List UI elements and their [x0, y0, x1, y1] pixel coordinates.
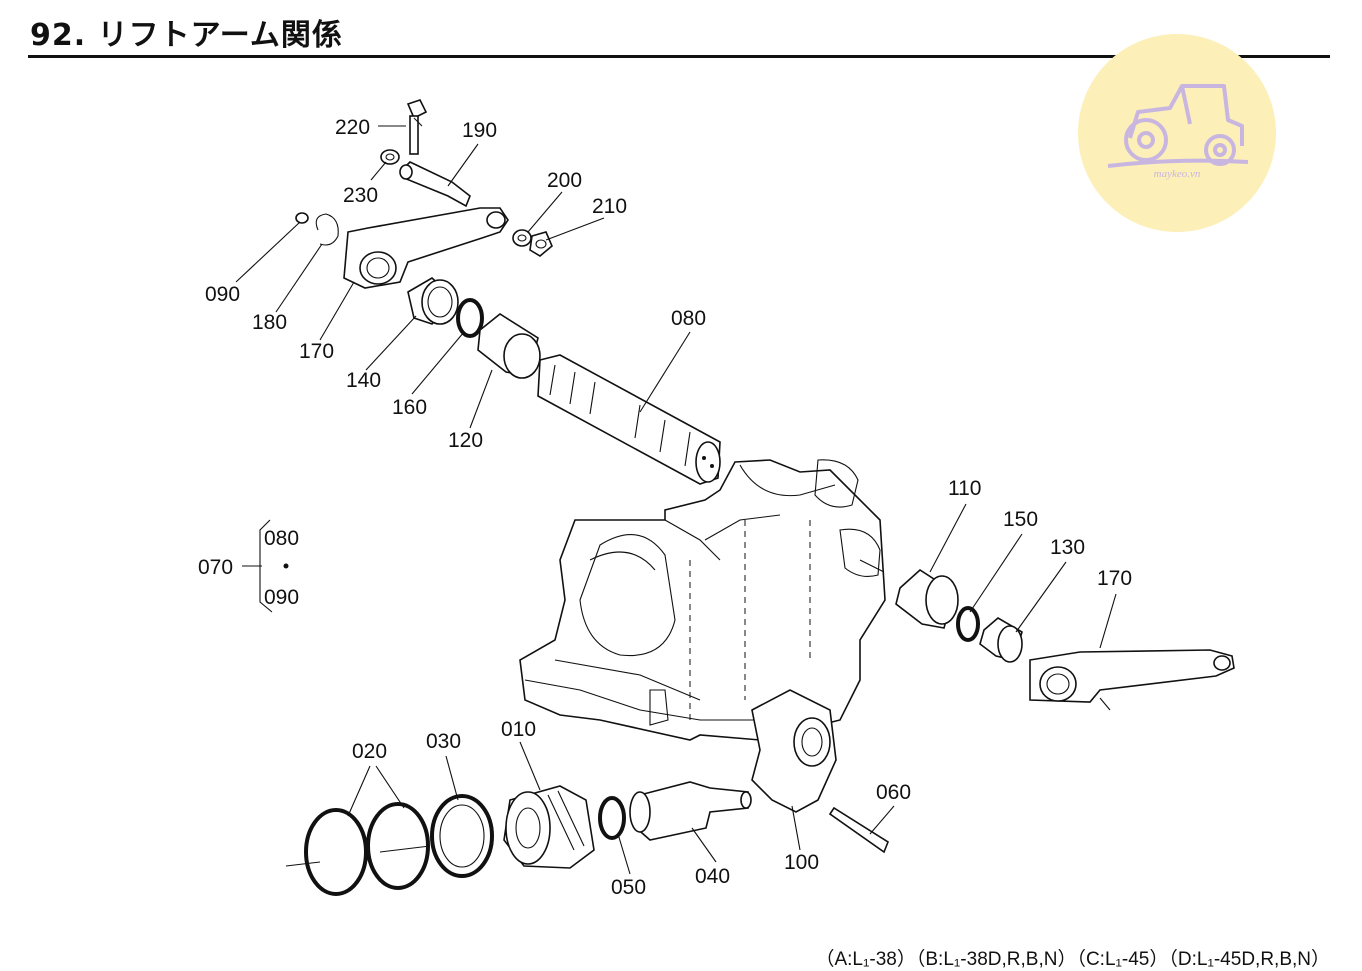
- callout-120: 120: [448, 429, 483, 452]
- page-title: 92. リフトアーム関係: [30, 18, 343, 53]
- piston-rod-040: [629, 781, 752, 841]
- leader-lines: [235, 125, 1117, 875]
- ring-030: [430, 794, 494, 878]
- callout-170-left: 170: [299, 340, 334, 363]
- key-060: [828, 806, 889, 854]
- callout-190: 190: [462, 119, 497, 142]
- callout-220: 220: [335, 116, 370, 139]
- callout-170-right: 170: [1097, 567, 1132, 590]
- callout-160: 160: [392, 396, 427, 419]
- ring-020-b: [366, 802, 430, 890]
- washer-200: [512, 229, 532, 247]
- assembly-reference-070: 070 080 090: [198, 519, 299, 613]
- callout-050: 050: [611, 876, 646, 899]
- tractor-icon: [1107, 84, 1249, 168]
- assembly-parent-070: 070: [198, 556, 233, 579]
- callout-230: 230: [343, 184, 378, 207]
- watermark-text: maykeo.vn: [1153, 168, 1201, 180]
- callout-200: 200: [547, 169, 582, 192]
- assembly-child-090: 090: [264, 586, 299, 609]
- title-rule: [28, 55, 1330, 58]
- callout-020: 020: [352, 740, 387, 763]
- bushing-120: [477, 313, 541, 379]
- callout-060: 060: [876, 781, 911, 804]
- ring-020-a: [304, 808, 368, 896]
- lift-arm-right-170: [1029, 649, 1235, 703]
- model-applicability-note: （A:L₁-38）（B:L₁-38D,R,B,N）（C:L₁-45）（D:L₁-…: [815, 949, 1330, 970]
- o-ring-160: [456, 298, 484, 338]
- bushing-140: [407, 277, 459, 325]
- lift-shaft-080: [537, 354, 721, 485]
- callout-labels: 220 190 230 200 210 090 180 170 140 160 …: [205, 116, 1132, 899]
- nut-090: [295, 212, 309, 224]
- callout-040: 040: [695, 865, 730, 888]
- lift-housing: [519, 459, 886, 741]
- washer-230: [380, 149, 400, 165]
- callout-080: 080: [671, 307, 706, 330]
- piston-010: [503, 785, 595, 869]
- lift-crank-100: [751, 689, 837, 813]
- nut-210: [529, 231, 553, 257]
- bushing-110: [895, 568, 959, 629]
- callout-150: 150: [1003, 508, 1038, 531]
- assembly-child-080: 080: [264, 527, 299, 550]
- callout-180: 180: [252, 311, 287, 334]
- callout-030: 030: [426, 730, 461, 753]
- callout-090: 090: [205, 283, 240, 306]
- pin-190: [399, 161, 471, 208]
- callout-210: 210: [592, 195, 627, 218]
- callout-110: 110: [948, 477, 981, 500]
- lift-arm-left-170: [343, 207, 509, 289]
- callout-140: 140: [346, 369, 381, 392]
- callout-130: 130: [1050, 536, 1085, 559]
- o-ring-050: [598, 796, 626, 840]
- lift-rod-pin-220: [406, 99, 428, 155]
- callout-100: 100: [784, 851, 819, 874]
- snap-ring-180: [315, 213, 339, 246]
- bushing-130: [979, 617, 1023, 663]
- o-ring-150: [956, 606, 980, 642]
- callout-010: 010: [501, 718, 536, 741]
- watermark-logo: maykeo.vn: [1078, 34, 1276, 232]
